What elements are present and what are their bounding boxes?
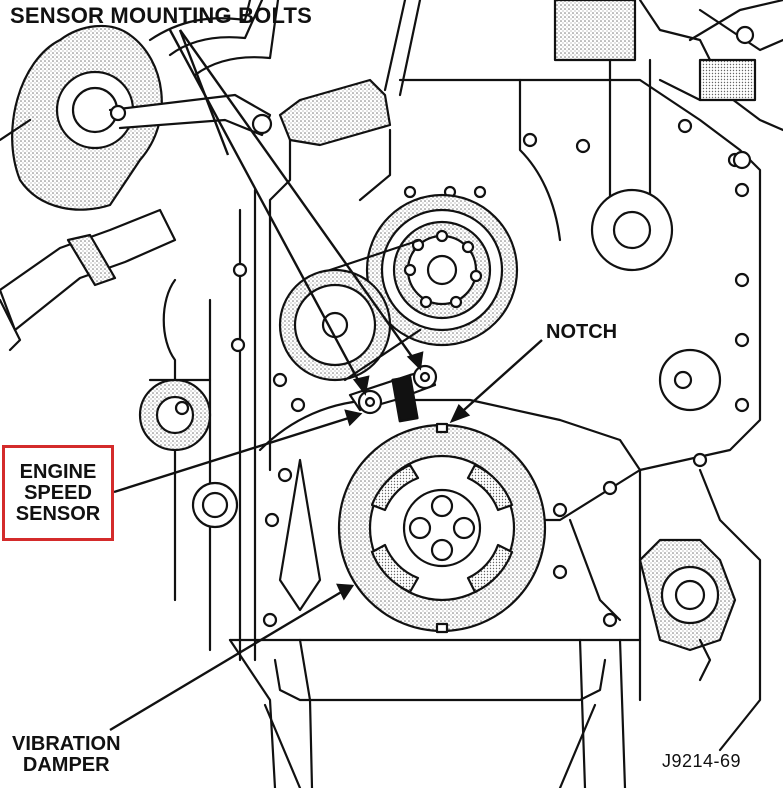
upper-hoses <box>148 0 422 147</box>
intake-pipe <box>0 118 177 352</box>
turbo-housing <box>11 24 273 211</box>
vibration-damper-label: VIBRATION DAMPER <box>12 734 121 776</box>
tensioner-pulley <box>278 238 422 382</box>
vibration-damper-line-1: VIBRATION <box>12 733 121 755</box>
figure-code: J9214-69 <box>662 751 742 771</box>
engine-speed-sensor-label: ENGINE SPEED SENSOR <box>2 445 114 541</box>
oil-pan <box>263 658 607 790</box>
water-pump-pulley <box>365 193 519 347</box>
engine-speed-sensor-line-1: ENGINE <box>19 460 97 483</box>
vibration-damper-line-2: DAMPER <box>22 754 110 776</box>
injector-pump <box>553 0 783 272</box>
engine-speed-sensor-line-3: SENSOR <box>15 502 101 525</box>
front-cover <box>148 78 762 790</box>
sensor-mounting-bolts-label: SENSOR MOUNTING BOLTS <box>10 3 313 28</box>
callout-leaders <box>109 29 543 732</box>
engine-speed-sensor-line-2: SPEED <box>24 481 92 504</box>
speed-sensor-assembly <box>348 364 438 423</box>
lower-right-accessory <box>638 538 737 682</box>
idler-pulleys <box>138 348 722 529</box>
notch-label: NOTCH <box>546 321 618 343</box>
cover-bolts <box>230 118 750 628</box>
vibration-damper <box>337 422 547 634</box>
